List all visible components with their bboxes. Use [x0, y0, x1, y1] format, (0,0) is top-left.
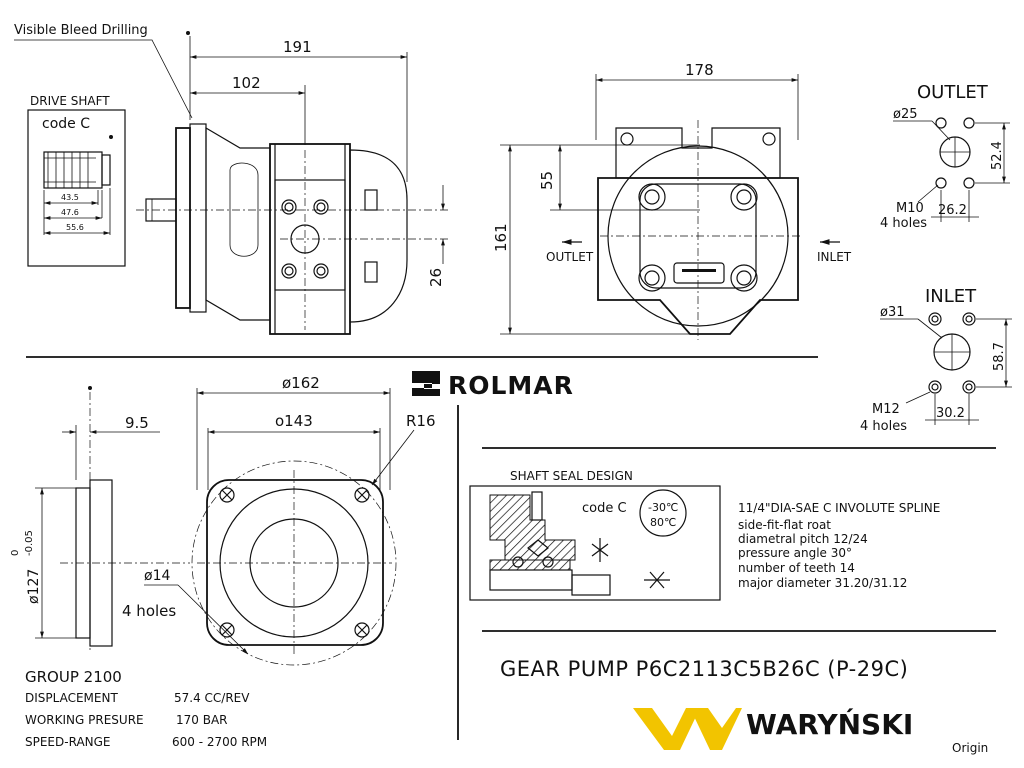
shaft-seal-detail: SHAFT SEAL DESIGN code C -30℃ 80℃: [469, 469, 721, 601]
front-outlet-label: OUTLET: [546, 250, 594, 264]
inlet-holes: 4 holes: [860, 419, 907, 434]
dim-26: 26: [427, 268, 445, 287]
flange-dim-127: ø127: [26, 569, 42, 604]
inlet-dim-58-7: 58.7: [992, 342, 1007, 371]
displacement-value: 57.4 CC/REV: [174, 691, 250, 705]
flange-front-view: ø162 o143 R16 ø14 4 holes: [122, 374, 436, 666]
flange-tol-lower: -0.05: [24, 530, 35, 556]
flange-dim-9-5: 9.5: [125, 414, 149, 432]
outlet-title: OUTLET: [917, 82, 989, 103]
dim-178: 178: [685, 61, 714, 79]
spline-line-2: side-fit-flat roat: [738, 518, 831, 532]
spline-line-3: diametral pitch 12/24: [738, 532, 868, 546]
outlet-dim-26-2: 26.2: [938, 203, 967, 218]
seal-temp-low: -30℃: [648, 501, 678, 514]
shaft-dim-55-6: 55.6: [66, 223, 84, 232]
side-view: 191 102: [136, 36, 450, 335]
drive-shaft-code: code C: [42, 116, 90, 132]
pressure-value: 170 BAR: [176, 713, 228, 727]
flange-tol-upper: 0: [10, 550, 21, 556]
warynski-logo: WARYŃSKI Origin: [633, 707, 988, 755]
group-label: GROUP 2100: [25, 668, 122, 686]
inlet-port-detail: INLET ø31 58.7 30.2 M12 4 holes: [860, 286, 1012, 434]
product-title: GEAR PUMP P6C2113C5B26C (P-29C): [500, 657, 908, 681]
dim-102: 102: [232, 74, 261, 92]
spline-line-4: pressure angle 30°: [738, 546, 852, 560]
spline-spec: 11/4"DIA-SAE C INVOLUTE SPLINE side-fit-…: [738, 501, 940, 590]
inlet-dim-30-2: 30.2: [936, 406, 965, 421]
flange-dim-162: ø162: [282, 374, 320, 392]
rolmar-text: ROLMAR: [448, 371, 574, 400]
inlet-diameter: ø31: [880, 305, 905, 320]
flange-side-view: 9.5 ø127 0 -0.05: [10, 386, 190, 650]
outlet-diameter: ø25: [893, 107, 918, 122]
displacement-label: DISPLACEMENT: [25, 691, 118, 705]
inlet-thread: M12: [872, 402, 900, 417]
front-inlet-label: INLET: [817, 250, 852, 264]
spline-line-5: number of teeth 14: [738, 561, 855, 575]
warynski-text: WARYŃSKI: [746, 707, 913, 741]
bleed-drilling-label: Visible Bleed Drilling: [14, 23, 148, 38]
dim-191: 191: [283, 38, 312, 56]
front-view: 178 161 55 OUTLET INLET: [492, 61, 852, 340]
spline-line-1: 11/4"DIA-SAE C INVOLUTE SPLINE: [738, 501, 940, 515]
inlet-title: INLET: [925, 286, 977, 307]
rolmar-logo: ROLMAR: [412, 371, 574, 400]
drive-shaft-title: DRIVE SHAFT: [30, 94, 110, 108]
pressure-label: WORKING PRESURE: [25, 713, 144, 727]
group-info: GROUP 2100 DISPLACEMENT 57.4 CC/REV WORK…: [25, 668, 267, 749]
spline-line-6: major diameter 31.20/31.12: [738, 576, 907, 590]
outlet-port-detail: OUTLET ø25 52.4 26.2 M10 4 holes: [880, 82, 1010, 231]
warynski-origin: Origin: [952, 741, 988, 755]
flange-holes: 4 holes: [122, 602, 176, 620]
bleed-drilling-callout: Visible Bleed Drilling: [14, 23, 193, 119]
outlet-holes: 4 holes: [880, 216, 927, 231]
outlet-thread: M10: [896, 201, 924, 216]
speed-value: 600 - 2700 RPM: [172, 735, 267, 749]
outlet-dim-52-4: 52.4: [990, 141, 1005, 170]
shaft-seal-title: SHAFT SEAL DESIGN: [510, 469, 633, 483]
drive-shaft-detail: DRIVE SHAFT code C 43.5 47.6 55.6: [27, 94, 126, 267]
flange-hole-dia: ø14: [144, 568, 170, 584]
shaft-dim-43-5: 43.5: [61, 193, 79, 202]
dim-55: 55: [538, 171, 556, 190]
flange-radius: R16: [406, 412, 436, 430]
shaft-seal-code: code C: [582, 501, 627, 516]
flange-dim-143: o143: [275, 412, 313, 430]
speed-label: SPEED-RANGE: [25, 735, 111, 749]
seal-temp-high: 80℃: [650, 516, 676, 529]
shaft-dim-47-6: 47.6: [61, 208, 79, 217]
dim-161: 161: [492, 223, 510, 252]
